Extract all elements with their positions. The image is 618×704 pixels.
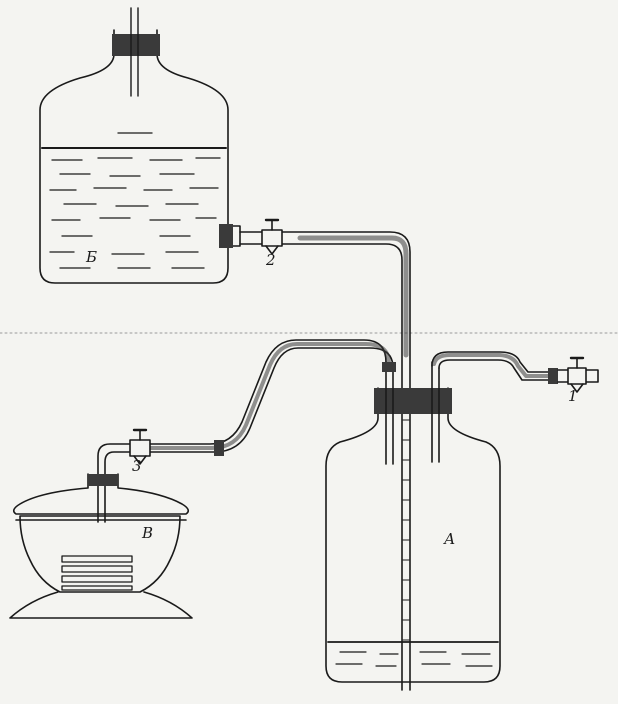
label-vessel-a: А	[444, 530, 456, 548]
siphon-tube-b-to-a	[239, 231, 411, 691]
stopcock-2[interactable]	[261, 218, 283, 255]
stopcock-3[interactable]	[129, 428, 151, 465]
vessel-a-liquid	[327, 641, 499, 667]
vessel-a	[325, 361, 501, 683]
stopcock-1[interactable]	[567, 356, 587, 393]
bottle-b-outline	[39, 29, 229, 284]
vessel-a-left-tube	[385, 361, 394, 465]
label-vessel-b: Б	[86, 248, 98, 266]
vessel-v-heater	[61, 555, 133, 591]
bottle-b-outlet-stopper	[219, 224, 233, 248]
bottle-b-stopper	[112, 34, 160, 56]
label-stopcock-2: 2	[266, 251, 276, 269]
tube-a-to-vessel-v	[97, 339, 396, 523]
label-stopcock-1: 1	[568, 387, 578, 405]
label-vessel-v: В	[142, 524, 154, 542]
label-stopcock-3: 3	[132, 457, 142, 475]
vessel-v-body	[19, 515, 181, 593]
vessel-v-foot	[9, 591, 193, 619]
vessel-a-right-tube	[431, 361, 440, 463]
bottle-b	[39, 7, 241, 284]
bottle-b-liquid	[41, 132, 227, 269]
bottle-b-outlet	[227, 225, 241, 247]
vessel-v	[9, 473, 193, 619]
vessel-a-outline	[325, 387, 501, 683]
vessel-v-stopper	[88, 474, 118, 486]
vessel-v-lid	[12, 473, 190, 515]
bottle-b-vent-tube	[130, 7, 139, 97]
